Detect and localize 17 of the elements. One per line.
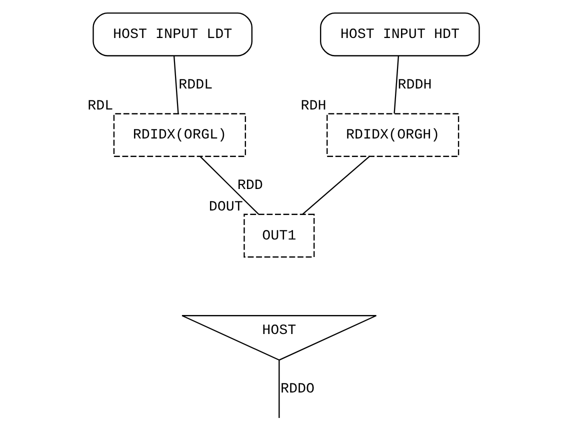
node-label: RDH <box>300 98 326 115</box>
connector <box>394 56 400 114</box>
connector <box>278 360 280 418</box>
connector <box>173 56 179 114</box>
node-box: HOST INPUT LDT <box>92 12 253 56</box>
node-box: OUT1 <box>244 214 315 258</box>
node-box: HOST INPUT HDT <box>320 12 480 56</box>
edge-label: RDDO <box>280 382 315 398</box>
edge-label: RDD <box>237 178 263 194</box>
node-label: RDL <box>88 98 114 115</box>
connector <box>302 156 370 215</box>
edge-label: RDDH <box>398 77 432 94</box>
connector <box>200 156 259 215</box>
node-box: RDIDX(ORGL) <box>113 113 246 157</box>
node-label: DOUT <box>208 199 243 216</box>
node-box: RDIDX(ORGH) <box>326 113 460 157</box>
edge-label: RDDL <box>178 77 213 94</box>
